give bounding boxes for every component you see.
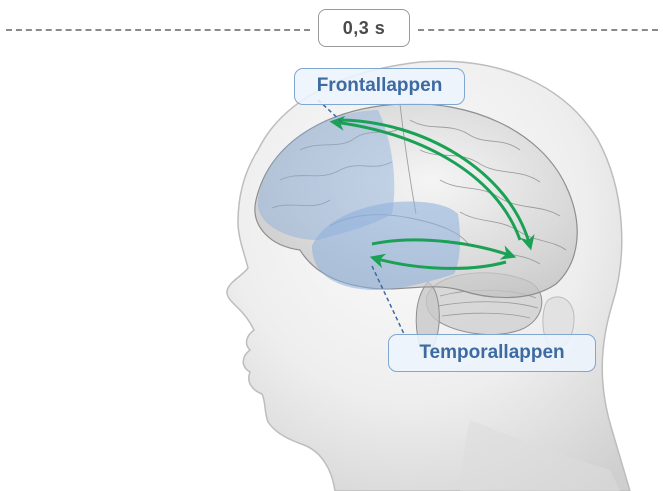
temporal-lobe-label: Temporallappen	[388, 334, 596, 372]
frontal-lobe-label: Frontallappen	[294, 68, 465, 105]
timeline-right	[418, 29, 658, 31]
timeline-left	[6, 29, 310, 31]
time-badge: 0,3 s	[318, 9, 410, 47]
